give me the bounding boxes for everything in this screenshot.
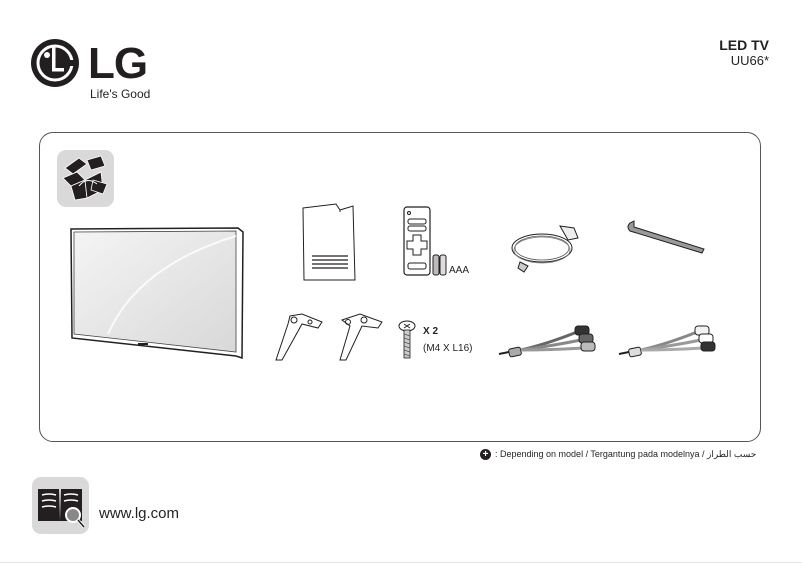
product-title: LED TV UU66* bbox=[719, 37, 769, 68]
cable-tie-icon bbox=[624, 217, 708, 257]
model-number: UU66* bbox=[730, 53, 769, 68]
model-footnote: + : Depending on model / Tergantung pada… bbox=[480, 449, 756, 460]
screw-icon bbox=[398, 320, 416, 362]
remote-control-icon bbox=[400, 205, 450, 277]
box-unpacking-icon bbox=[57, 150, 114, 207]
manual-booklet-icon bbox=[300, 202, 358, 282]
lg-face-icon bbox=[31, 39, 79, 87]
tv-icon bbox=[68, 226, 246, 360]
page-divider bbox=[0, 562, 802, 563]
stand-leg-icon bbox=[334, 312, 388, 362]
package-contents-panel bbox=[39, 132, 761, 442]
optional-plus-icon: + bbox=[480, 449, 491, 460]
product-type: LED TV bbox=[719, 37, 769, 53]
component-cable-icon bbox=[497, 318, 601, 360]
footnote-text: : Depending on model / Tergantung pada m… bbox=[495, 449, 757, 459]
brand-wordmark: LG bbox=[88, 39, 148, 88]
website-link[interactable]: www.lg.com bbox=[99, 505, 180, 522]
screw-quantity: X 2 bbox=[423, 326, 439, 337]
screw-spec: (M4 X L16) bbox=[423, 343, 473, 354]
manual-search-icon bbox=[32, 477, 89, 534]
battery-label: AAA bbox=[449, 265, 470, 276]
lg-logo: LG Life's Good bbox=[30, 38, 160, 102]
stand-leg-icon bbox=[272, 312, 326, 362]
av-cable-icon bbox=[617, 318, 721, 360]
brand-tagline: Life's Good bbox=[90, 87, 151, 101]
power-cord-icon bbox=[508, 218, 584, 274]
